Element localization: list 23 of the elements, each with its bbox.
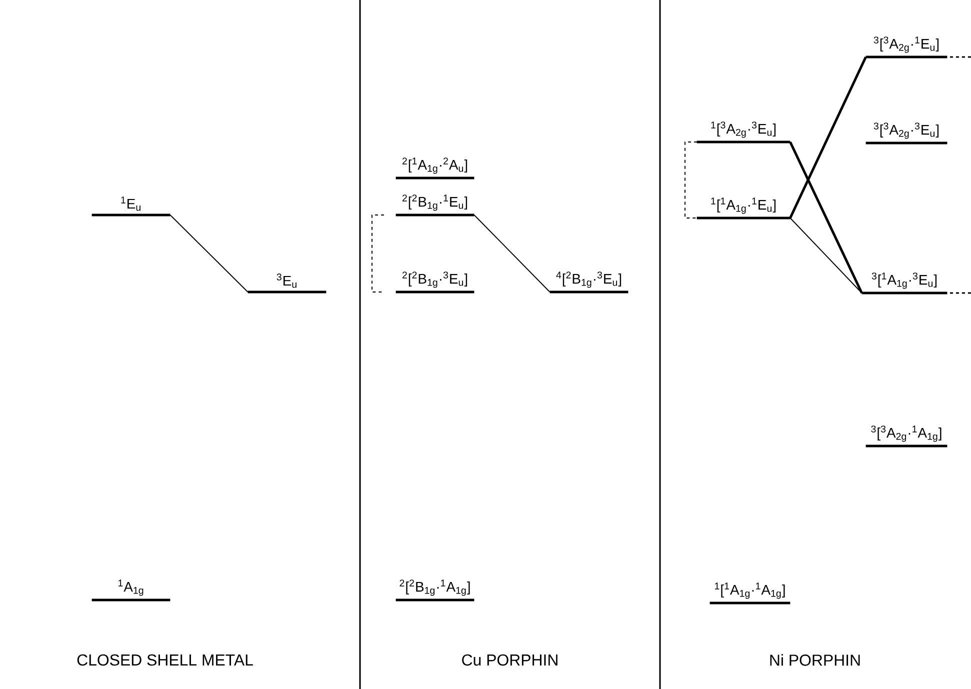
energy-level: $^{3}$[$^{3}$A$_{2g}$·$^{1}$A$_{1g}$]: [866, 426, 948, 448]
energy-level: $^{2}$[$^{2}$B$_{1g}$·$^{1}$A$_{1g}$]: [396, 580, 474, 602]
energy-level: $^{1}$[$^{1}$A$_{1g}$·$^{1}$E$_{u}$]: [696, 198, 790, 220]
energy-level: $^{3}$[$^{3}$A$_{2g}$·$^{3}$E$_{u}$]: [866, 122, 948, 144]
column-title: Cu PORPHIN: [462, 654, 558, 666]
correlation-line: [474, 214, 550, 292]
correlation-line: [789, 56, 867, 219]
energy-level: $^{2}$[$^{2}$B$_{1g}$·$^{1}$E$_{u}$]: [396, 194, 474, 216]
energy-level: $^{1}$[$^{3}$A$_{2g}$·$^{3}$E$_{u}$]: [696, 122, 790, 144]
energy-level: $^{4}$[$^{2}$B$_{1g}$·$^{3}$E$_{u}$]: [550, 272, 628, 294]
energy-level: $^{2}$[$^{1}$A$_{1g}$·$^{2}$A$_{u}$]: [396, 158, 474, 180]
energy-level: $^{1}$E$_{u}$: [92, 196, 170, 216]
energy-level: $^{1}$[$^{1}$A$_{1g}$·$^{1}$A$_{1g}$]: [710, 582, 790, 604]
energy-level: $^{1}$A$_{1g}$: [92, 580, 170, 602]
column-title: CLOSED SHELL METAL: [77, 654, 253, 666]
energy-level: $^{3}$[$^{3}$A$_{2g}$·$^{1}$E$_{u}$]: [866, 36, 948, 58]
correlation-line: [170, 214, 248, 292]
energy-level: $^{3}$E$_{u}$: [248, 274, 326, 294]
column-title: Ni PORPHIN: [770, 654, 860, 666]
energy-level: $^{2}$[$^{2}$B$_{1g}$·$^{3}$E$_{u}$]: [396, 272, 474, 294]
energy-level: $^{3}$[$^{1}$A$_{1g}$·$^{3}$E$_{u}$]: [862, 272, 948, 294]
correlation-line: [789, 141, 863, 294]
correlation-line: [790, 217, 862, 294]
